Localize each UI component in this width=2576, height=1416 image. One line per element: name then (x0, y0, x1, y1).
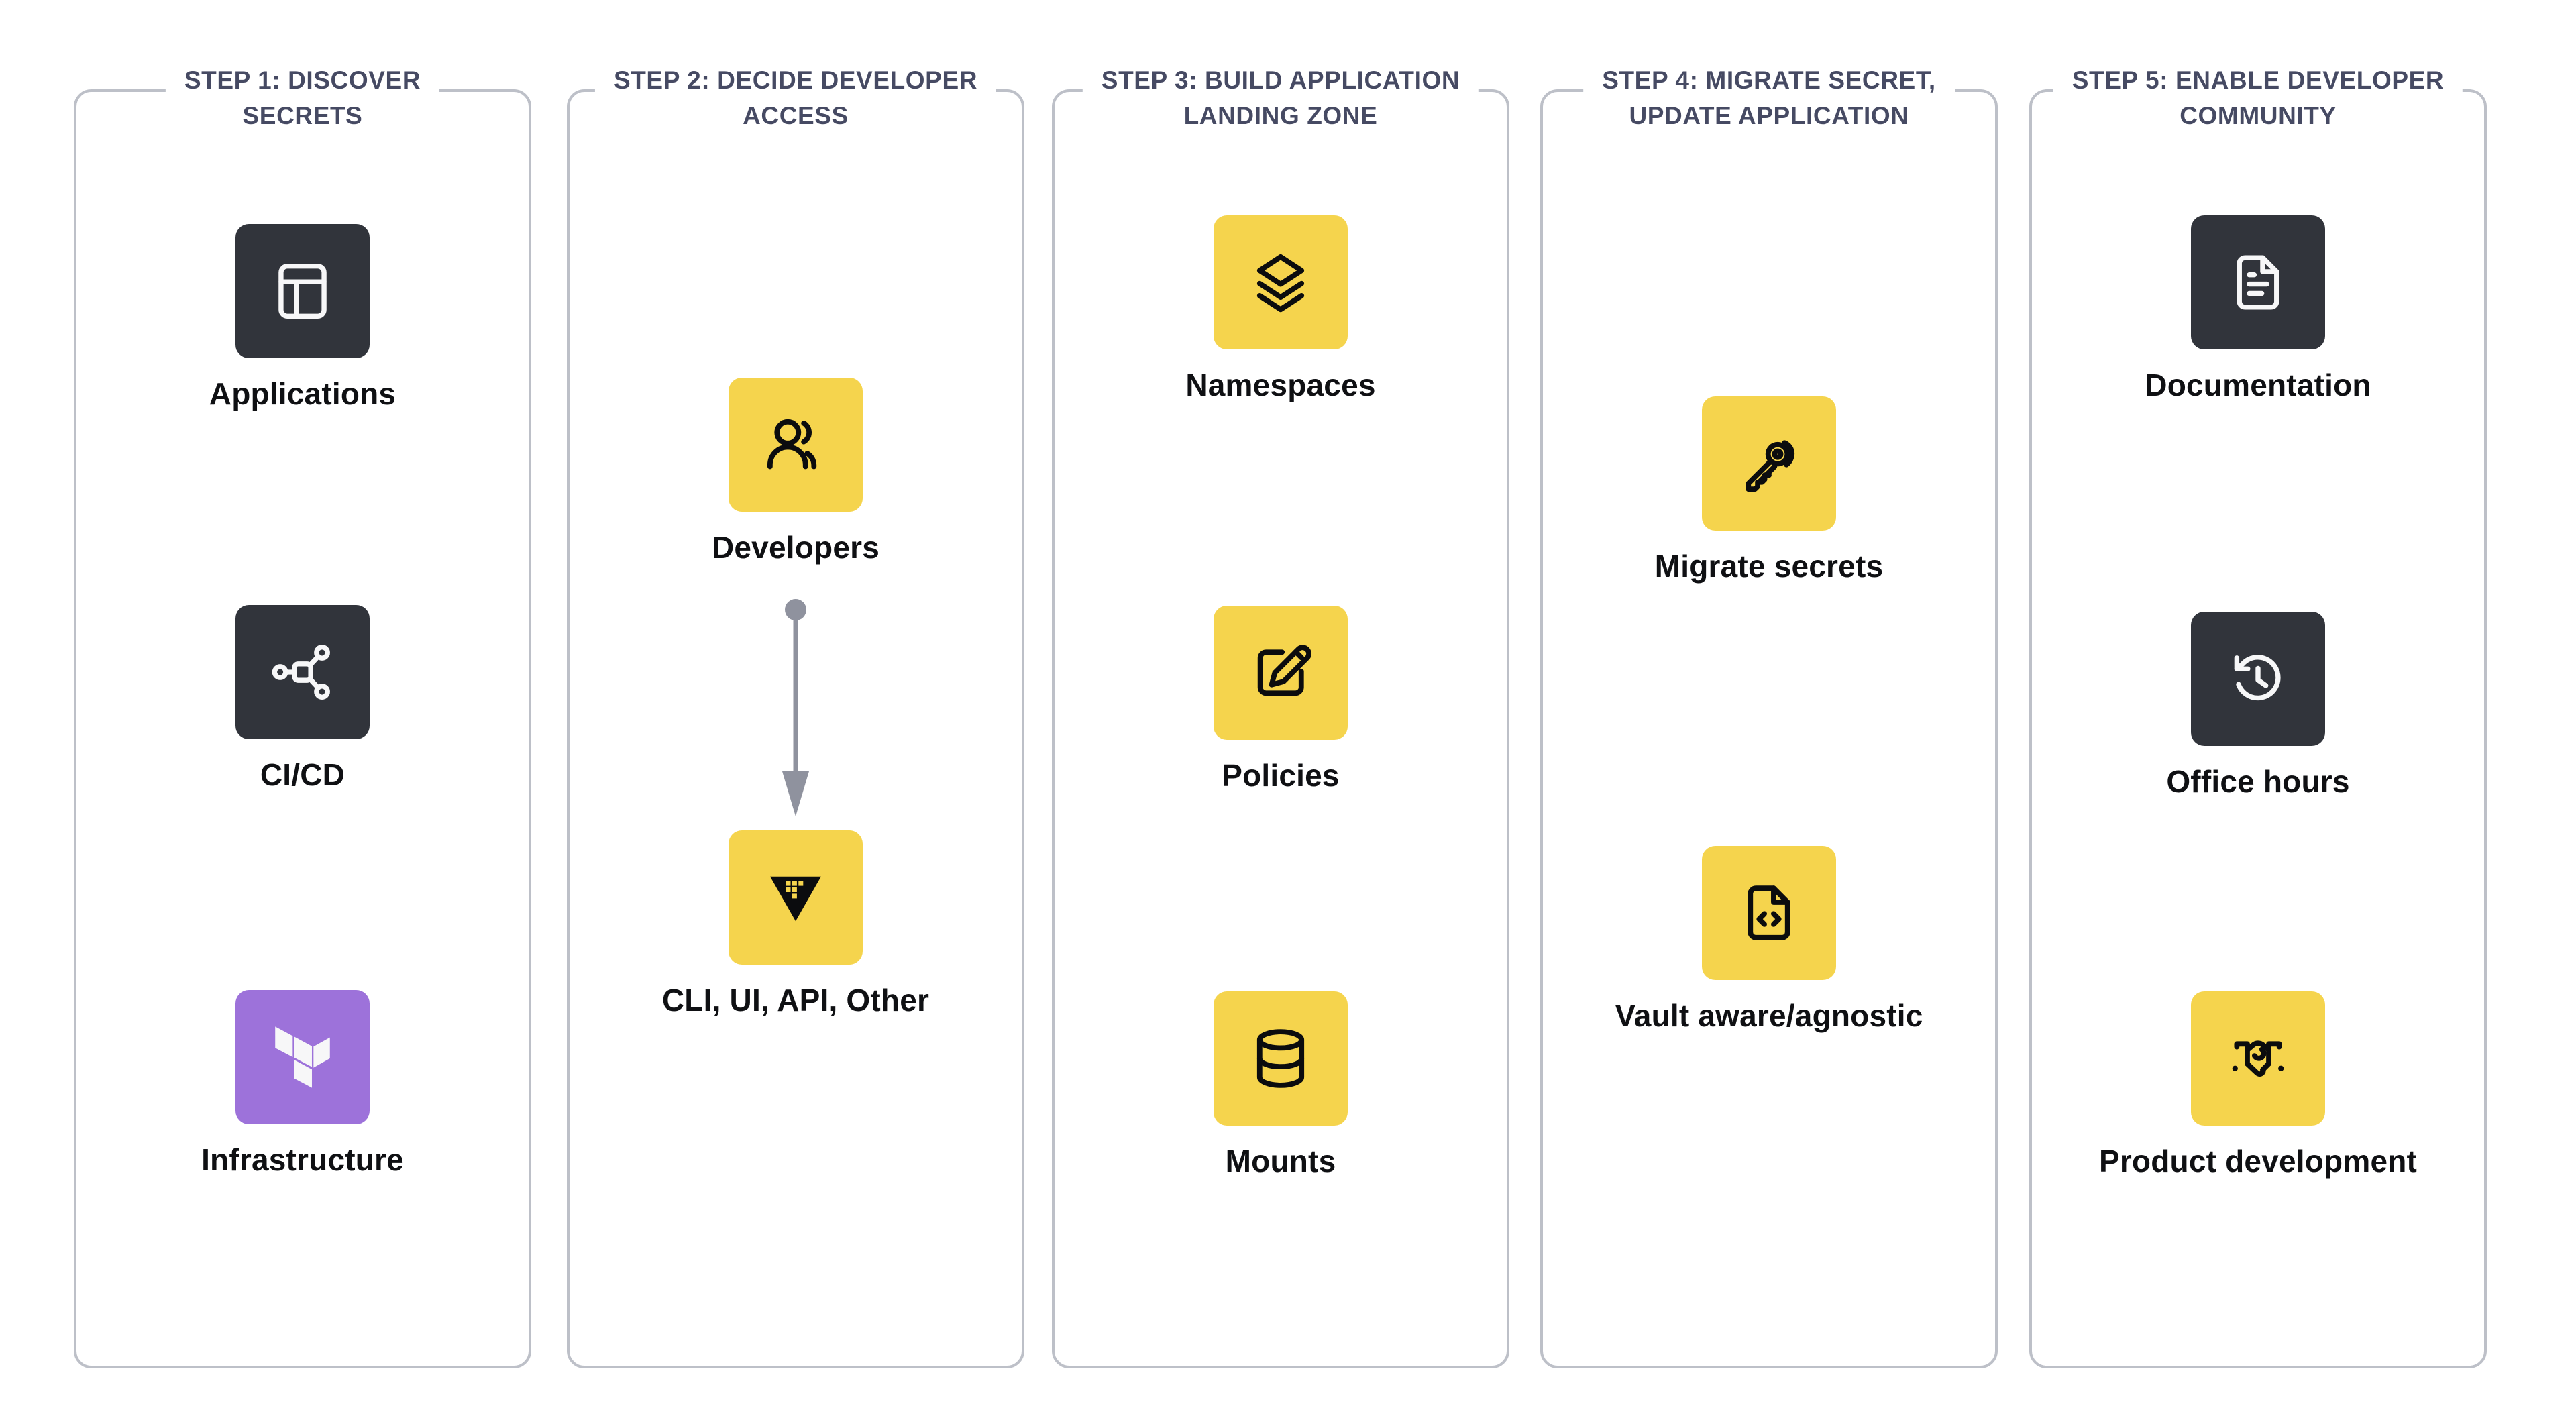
diagram-item: Documentation (2032, 215, 2484, 403)
item-label: Vault aware/agnostic (1615, 998, 1923, 1033)
item-label: CI/CD (260, 757, 345, 792)
column-title-line: STEP 1: DISCOVER (184, 66, 421, 94)
column-title-line: LANDING ZONE (1183, 102, 1378, 129)
column-title: STEP 2: DECIDE DEVELOPER ACCESS (594, 62, 997, 133)
edit-pencil-icon (1214, 606, 1348, 740)
diagram-item: CI/CD (76, 605, 529, 793)
app-window-icon (235, 224, 370, 358)
diagram-item: Mounts (1055, 991, 1507, 1179)
step-column-2: STEP 2: DECIDE DEVELOPER ACCESS Develope… (567, 62, 1024, 1368)
column-title: STEP 4: MIGRATE SECRET, UPDATE APPLICATI… (1583, 62, 1955, 133)
users-icon (729, 378, 863, 512)
item-label: CLI, UI, API, Other (661, 983, 930, 1018)
share-network-icon (235, 605, 370, 739)
column-title-line: STEP 2: DECIDE DEVELOPER (613, 66, 978, 94)
item-label: Migrate secrets (1654, 549, 1884, 584)
column-title-line: STEP 3: BUILD APPLICATION (1101, 66, 1460, 94)
step-column-5: STEP 5: ENABLE DEVELOPER COMMUNITY Docum… (2029, 62, 2487, 1368)
item-label: Documentation (2145, 368, 2371, 402)
clock-history-icon (2191, 612, 2325, 746)
diagram-item: Applications (76, 224, 529, 412)
developers-to-vault-arrow (782, 599, 809, 816)
column-title-line: ACCESS (743, 102, 849, 129)
column-title: STEP 1: DISCOVER SECRETS (165, 62, 440, 133)
item-label: Infrastructure (201, 1142, 404, 1177)
item-label: Namespaces (1185, 368, 1376, 402)
diagram-item: Migrate secrets (1543, 396, 1995, 584)
diagram-item: Product development (2032, 991, 2484, 1179)
diagram-item: Namespaces (1055, 215, 1507, 403)
item-label: Office hours (2166, 764, 2350, 799)
column-title-line: COMMUNITY (2180, 102, 2337, 129)
item-label: Mounts (1225, 1144, 1336, 1179)
file-text-icon (2191, 215, 2325, 349)
diagram-item: Infrastructure (76, 990, 529, 1178)
diagram-item: Vault aware/agnostic (1543, 846, 1995, 1034)
column-title: STEP 3: BUILD APPLICATION LANDING ZONE (1082, 62, 1479, 133)
terraform-icon (235, 990, 370, 1124)
diagram-item: Office hours (2032, 612, 2484, 800)
step-column-3: STEP 3: BUILD APPLICATION LANDING ZONE N… (1052, 62, 1509, 1368)
column-title: STEP 5: ENABLE DEVELOPER COMMUNITY (2053, 62, 2463, 133)
diagram-item: CLI, UI, API, Other (570, 830, 1022, 1018)
item-label: Applications (209, 376, 396, 411)
column-title-line: SECRETS (242, 102, 363, 129)
diagram-item: Policies (1055, 606, 1507, 794)
database-icon (1214, 991, 1348, 1126)
handshake-icon (2191, 991, 2325, 1126)
column-title-line: STEP 4: MIGRATE SECRET, (1602, 66, 1936, 94)
file-code-icon (1702, 846, 1836, 980)
diagram-item: Developers (570, 378, 1022, 565)
layers-icon (1214, 215, 1348, 349)
item-label: Developers (711, 530, 879, 565)
item-label: Policies (1222, 758, 1340, 793)
item-label: Product development (2098, 1144, 2418, 1179)
keys-icon (1702, 396, 1836, 531)
column-title-line: STEP 5: ENABLE DEVELOPER (2072, 66, 2445, 94)
vault-logo-icon (729, 830, 863, 965)
step-column-1: STEP 1: DISCOVER SECRETS Applications CI… (74, 62, 531, 1368)
step-column-4: STEP 4: MIGRATE SECRET, UPDATE APPLICATI… (1540, 62, 1998, 1368)
column-title-line: UPDATE APPLICATION (1629, 102, 1909, 129)
